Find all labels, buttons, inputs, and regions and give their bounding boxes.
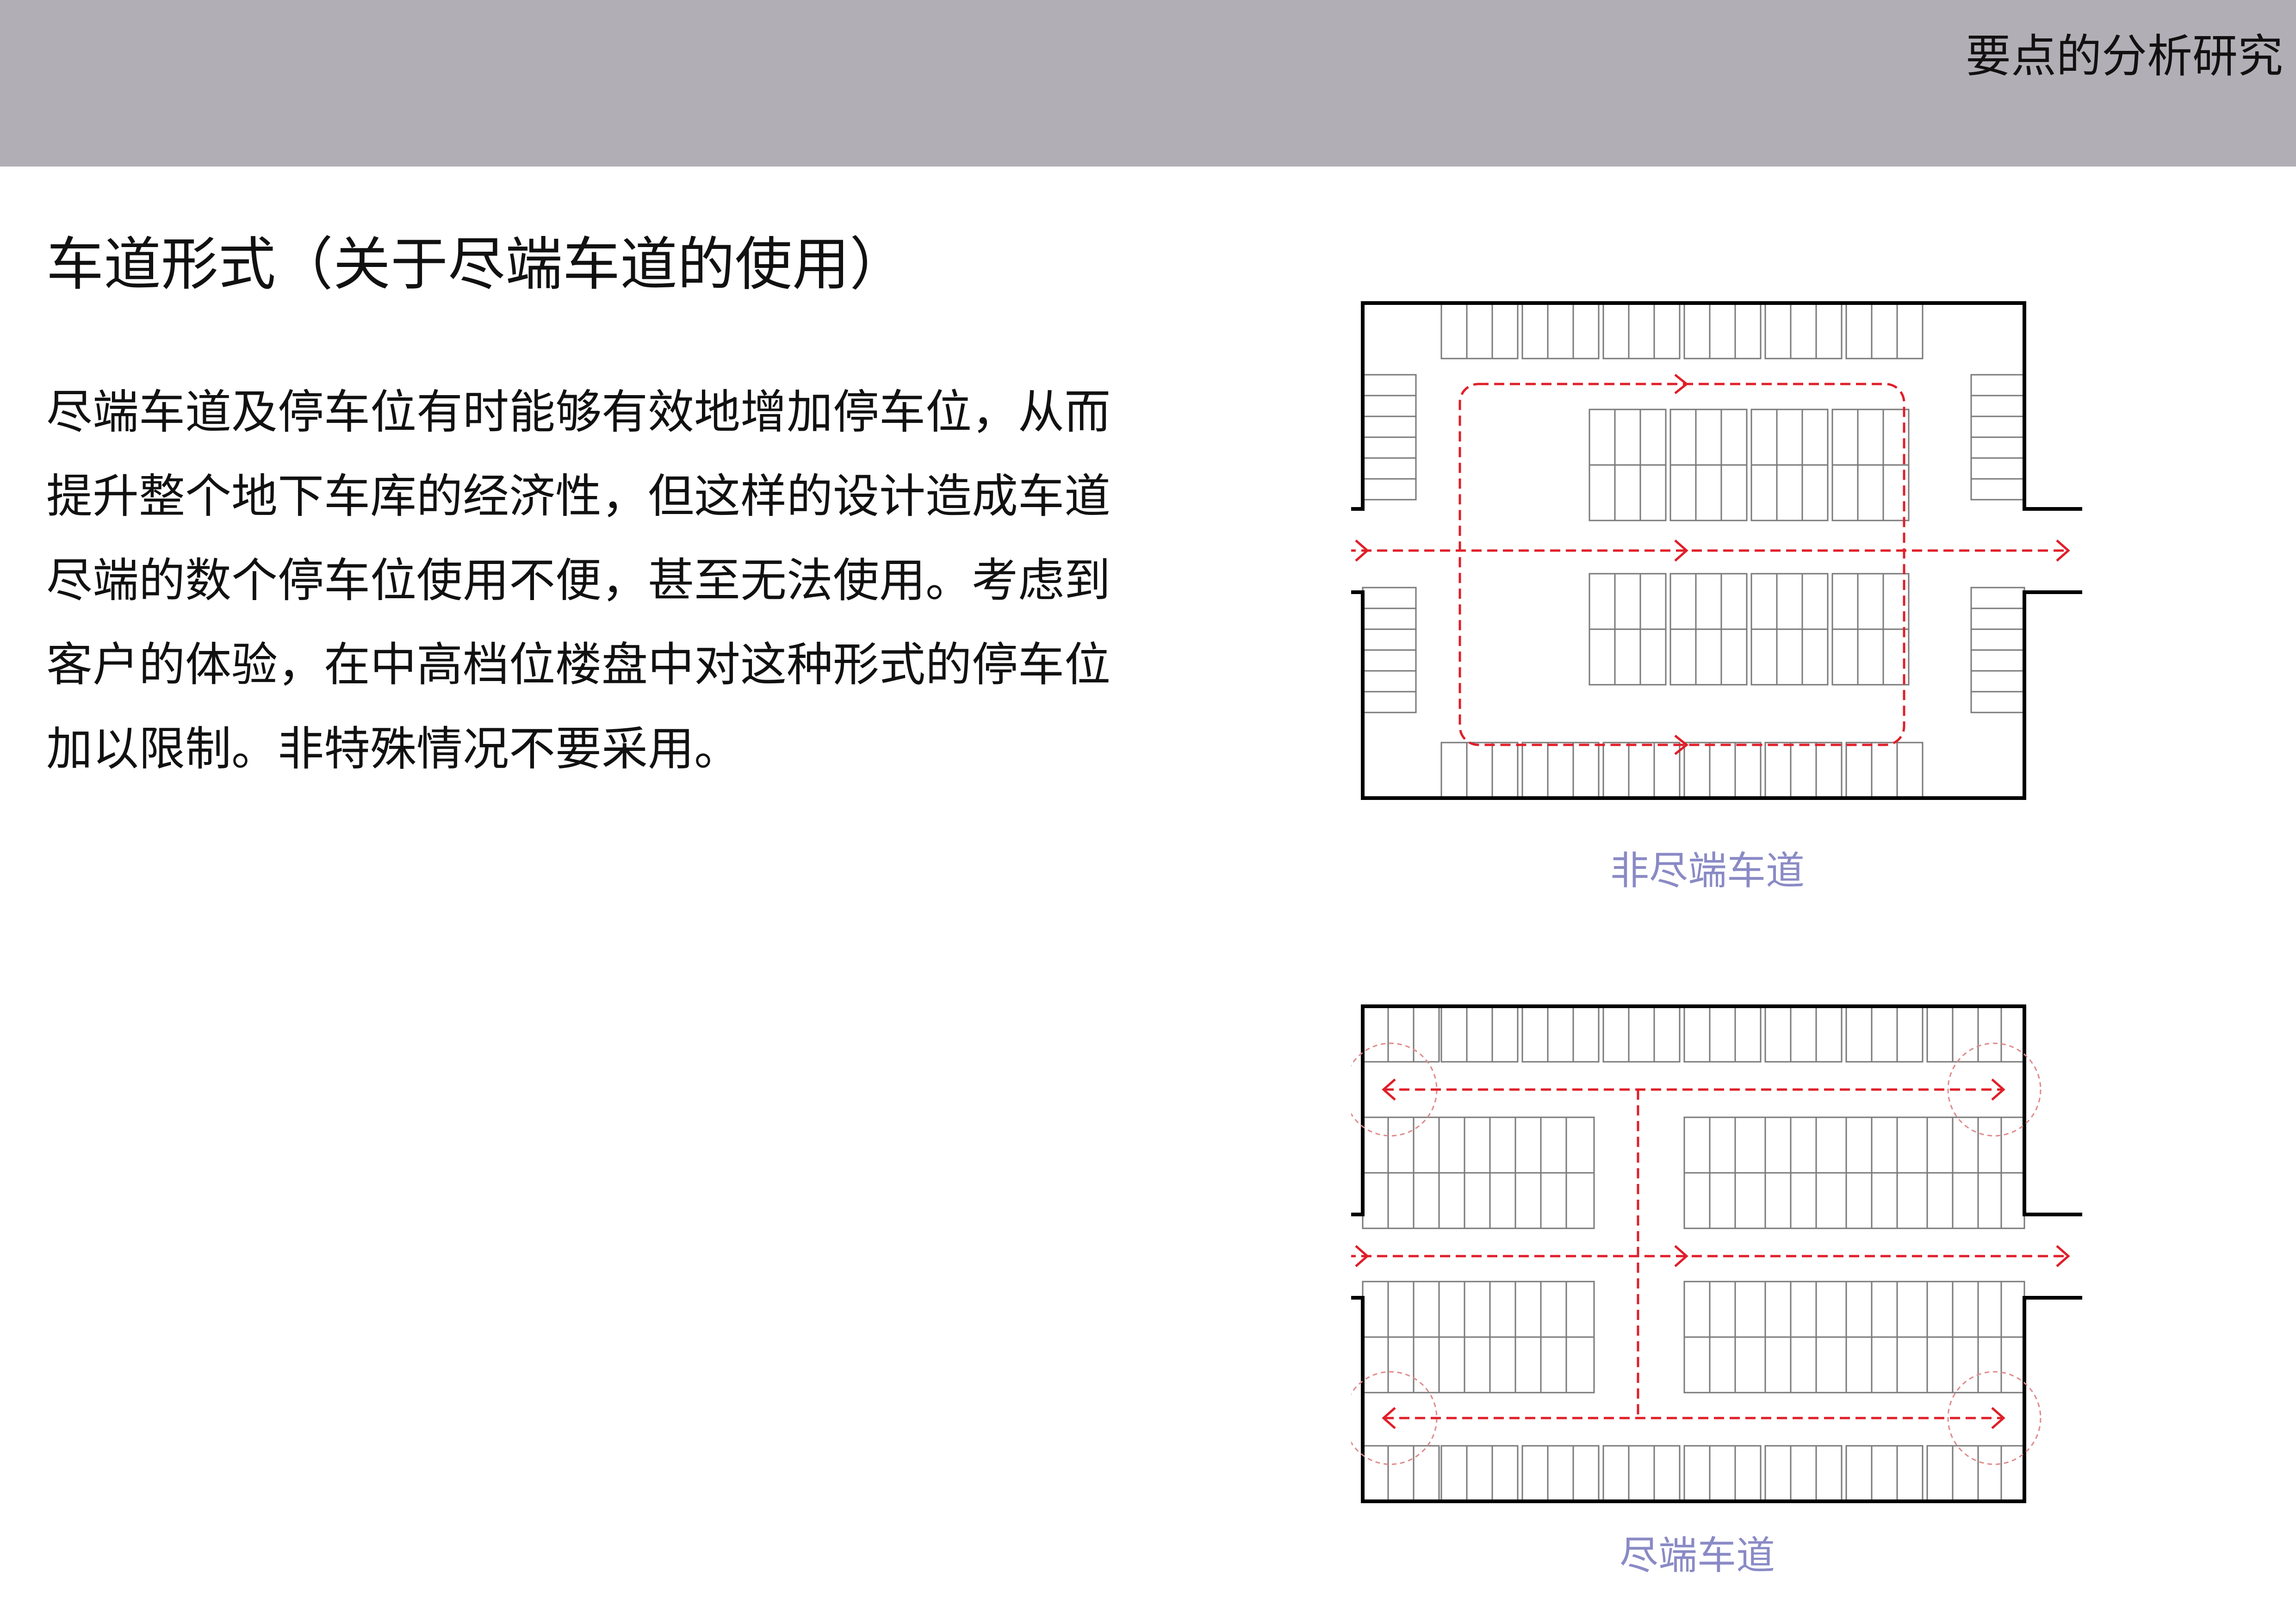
- section-title: 车道形式（关于尽端车道的使用）: [46, 231, 907, 298]
- right-stall-blocks: [1683, 1116, 2025, 1394]
- dead-end-circle: [1947, 1042, 2042, 1137]
- top-stall-row: [1440, 302, 1924, 359]
- arrow-icon: [1382, 1078, 1396, 1101]
- arrow-icon: [1674, 374, 1689, 394]
- dead-end-aisle-diagram: [1351, 1004, 2082, 1503]
- bottom-stall-row: [1362, 1445, 2025, 1502]
- arrow-icon: [1674, 735, 1689, 755]
- circulation-route: [1351, 1088, 2068, 1419]
- left-stall-blocks: [1362, 1116, 1595, 1394]
- dead-end-markers: [1351, 1042, 2042, 1465]
- garage-walls: [1351, 1004, 2082, 1503]
- body-line: 加以限制。非特殊情况不要采用。: [46, 722, 740, 776]
- route-arrows: [1355, 1078, 2070, 1429]
- body-paragraph: 尽端车道及停车位有时能够有效地增加停车位，从而 提升整个地下车库的经济性，但这样…: [46, 370, 1166, 791]
- header-bar: 要点的分析研究: [0, 0, 2296, 167]
- header-title: 要点的分析研究: [1965, 30, 2283, 83]
- arrow-icon: [1991, 1407, 2005, 1429]
- dead-end-caption: 尽端车道: [1620, 1533, 1775, 1578]
- center-island-upper: [1589, 409, 1910, 521]
- top-stall-row: [1362, 1005, 2025, 1063]
- right-stall-column: [1970, 374, 2025, 713]
- center-island-lower: [1589, 573, 1910, 686]
- body-line: 尽端的数个停车位使用不便，甚至无法使用。考虑到: [46, 553, 1111, 607]
- arrow-icon: [2056, 539, 2070, 562]
- dead-end-circle: [1947, 1371, 2042, 1465]
- arrow-icon: [2056, 1245, 2070, 1267]
- parking-stalls: [1362, 1005, 2025, 1502]
- body-line: 提升整个地下车库的经济性，但这样的设计造成车道: [46, 469, 1111, 523]
- arrow-icon: [1355, 1245, 1369, 1267]
- arrow-icon: [1674, 1245, 1688, 1267]
- body-line: 客户的体验，在中高档位楼盘中对这种形式的停车位: [46, 638, 1111, 692]
- arrow-icon: [1355, 539, 1369, 562]
- route-arrows: [1355, 374, 2070, 755]
- non-dead-end-caption: 非尽端车道: [1610, 848, 1805, 893]
- arrow-icon: [1382, 1407, 1396, 1429]
- left-stall-column: [1362, 374, 1417, 713]
- body-line: 尽端车道及停车位有时能够有效地增加停车位，从而: [46, 385, 1111, 439]
- circulation-route: [1351, 383, 2068, 746]
- non-dead-end-aisle-diagram: [1351, 301, 2082, 800]
- arrow-icon: [1674, 539, 1688, 562]
- bottom-stall-row: [1440, 742, 1924, 799]
- arrow-icon: [1991, 1078, 2005, 1101]
- garage-walls: [1351, 301, 2082, 800]
